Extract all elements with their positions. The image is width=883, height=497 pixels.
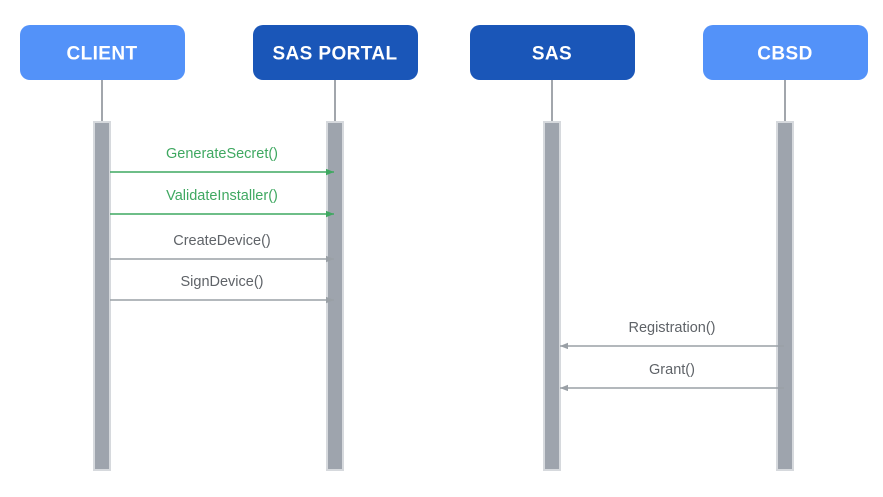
lifelines-layer (101, 80, 786, 122)
message-label-m2: ValidateInstaller() (166, 188, 278, 204)
actor-boxes-layer: CLIENT SAS PORTAL SAS CBSD (20, 25, 868, 80)
actor-label-cbsd: CBSD (757, 44, 812, 65)
message-m2[interactable]: ValidateInstaller() (110, 188, 334, 218)
message-label-m4: SignDevice() (181, 274, 264, 290)
message-m1[interactable]: GenerateSecret() (110, 146, 334, 176)
actor-box-sas[interactable]: SAS (470, 25, 635, 80)
message-m6[interactable]: Grant() (560, 362, 784, 392)
message-label-m3: CreateDevice() (173, 233, 271, 249)
activation-bar-cbsd (776, 121, 794, 471)
actor-box-cbsd[interactable]: CBSD (703, 25, 868, 80)
activation-bar-client (93, 121, 111, 471)
actor-box-bg-cbsd (703, 25, 868, 80)
message-label-m6: Grant() (649, 362, 695, 378)
actor-label-client: CLIENT (66, 44, 137, 65)
actor-label-sas-portal: SAS PORTAL (272, 44, 397, 65)
message-label-m5: Registration() (628, 320, 715, 336)
messages-layer: GenerateSecret() ValidateInstaller() Creat… (110, 146, 784, 392)
actor-box-client[interactable]: CLIENT (20, 25, 185, 80)
actor-box-bg-client (20, 25, 185, 80)
actor-box-bg-sas-portal (253, 25, 418, 80)
activation-bars-layer (93, 121, 794, 471)
actor-box-sas-portal[interactable]: SAS PORTAL (253, 25, 418, 80)
actor-box-bg-sas (470, 25, 635, 80)
message-m4[interactable]: SignDevice() (110, 274, 334, 304)
message-m5[interactable]: Registration() (560, 320, 784, 350)
activation-bar-sas-portal (326, 121, 344, 471)
message-label-m1: GenerateSecret() (166, 146, 278, 162)
activation-bar-sas (543, 121, 561, 471)
message-m3[interactable]: CreateDevice() (110, 233, 334, 263)
actor-label-sas: SAS (532, 44, 572, 65)
